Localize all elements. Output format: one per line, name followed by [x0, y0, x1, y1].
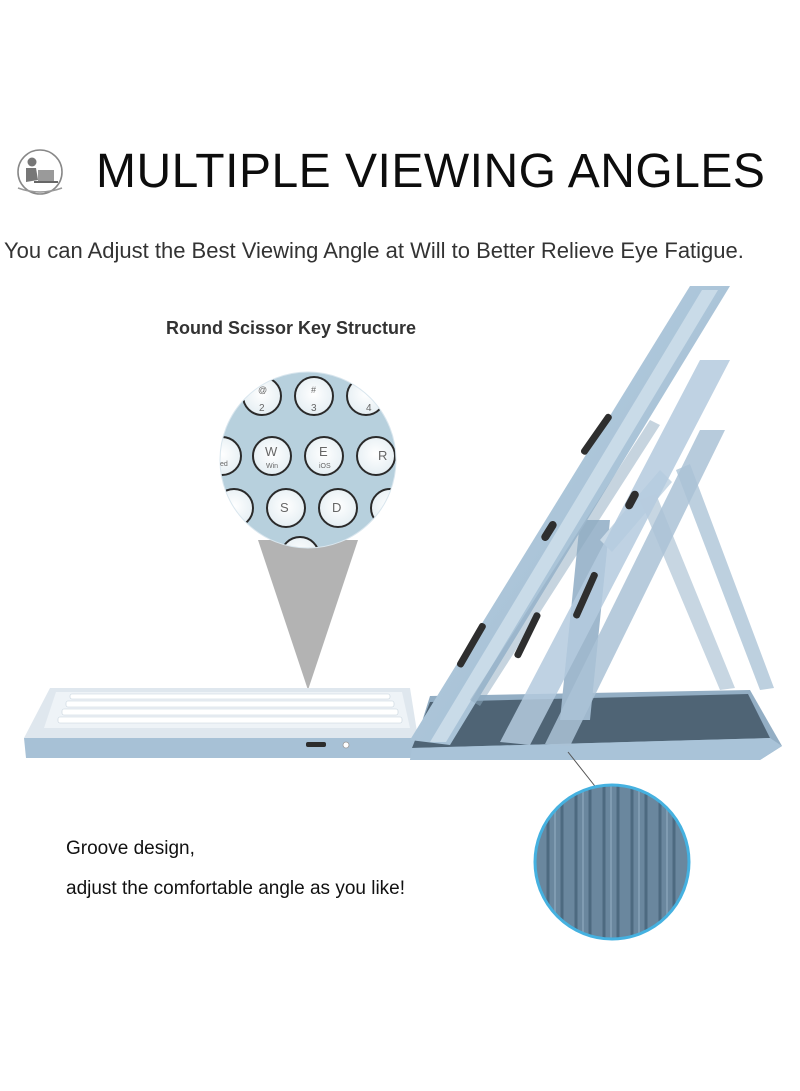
key-e-label: E	[319, 444, 328, 459]
key-d-label: D	[332, 500, 341, 515]
speaker-grilles	[457, 413, 612, 668]
tablet-case-panels	[410, 286, 730, 746]
zoom-pointer	[258, 540, 358, 690]
groove-callout-line-1: Groove design,	[66, 838, 195, 859]
keyboard-key-rows	[57, 693, 403, 724]
led-indicator-icon	[342, 741, 350, 749]
key-3-label: 3	[311, 403, 317, 414]
usb-port-icon	[306, 742, 326, 747]
key-e-sublabel: iOS	[319, 463, 331, 470]
keyboard-base	[24, 688, 418, 758]
key-3-top: #	[311, 385, 316, 395]
keys-callout-title: Round Scissor Key Structure	[166, 318, 417, 338]
page-title: MULTIPLE VIEWING ANGLES	[96, 145, 766, 198]
charging-ports	[541, 490, 639, 541]
groove-zoom-circle	[533, 783, 691, 941]
key-partial-label: ed	[220, 461, 228, 468]
key-s-label: S	[280, 500, 289, 515]
case-floor	[410, 690, 782, 760]
key-w-label: W	[265, 444, 278, 459]
key-2-top: @	[258, 385, 267, 395]
key-4-label: 4	[366, 403, 372, 414]
key-zoom-circle: @ 2 # 3 4 ed W Win E iOS R S D	[219, 371, 397, 549]
groove-callout-line-2: adjust the comfortable angle as you like…	[66, 878, 406, 899]
key-2-label: 2	[259, 403, 265, 414]
page-subtitle: You can Adjust the Best Viewing Angle at…	[4, 238, 744, 263]
key-w-sublabel: Win	[266, 463, 278, 470]
groove-pointer-line	[567, 751, 599, 791]
key-row-2	[220, 436, 396, 476]
key-r-label: R	[378, 448, 387, 463]
person-at-laptop-icon	[17, 149, 63, 195]
